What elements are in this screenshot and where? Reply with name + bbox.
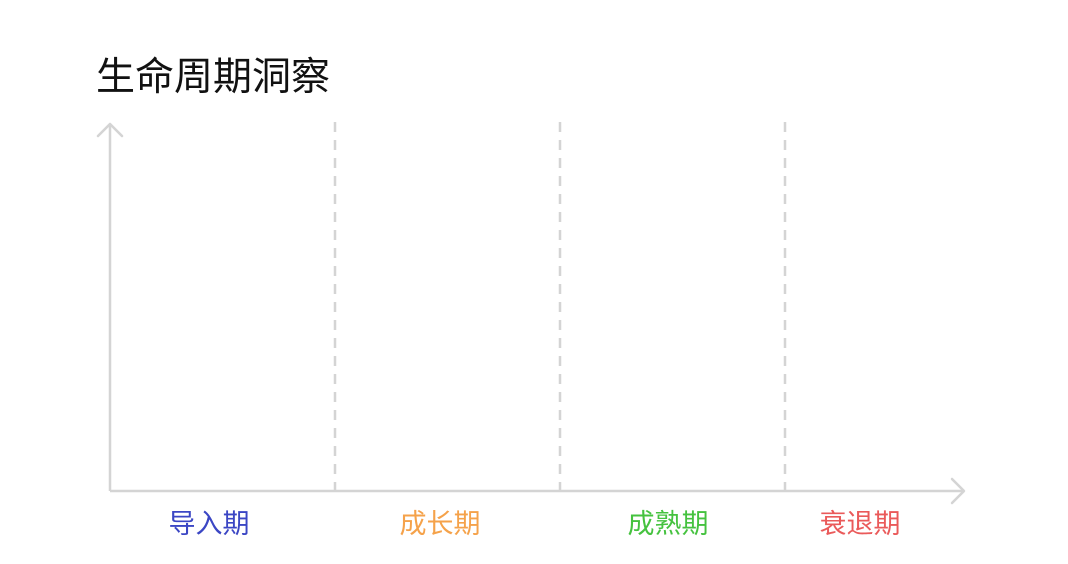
stage-label-maturity: 成熟期 xyxy=(627,509,709,540)
x-axis-arrow xyxy=(950,477,966,505)
stage-label-decline: 衰退期 xyxy=(819,509,901,540)
diagram-title: 生命周期洞察 xyxy=(96,55,331,100)
stage-label-introduction: 导入期 xyxy=(168,509,250,540)
stage-label-growth: 成长期 xyxy=(399,509,481,540)
y-axis-arrow xyxy=(96,122,124,138)
